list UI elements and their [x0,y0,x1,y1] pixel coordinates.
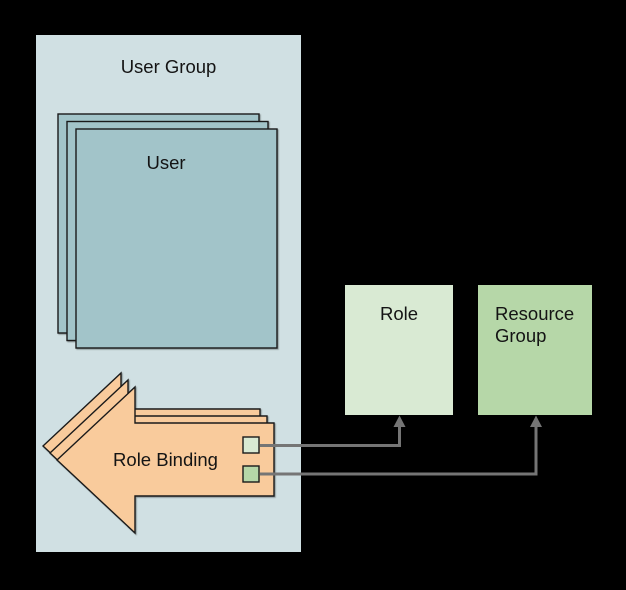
user-group-label: User Group [120,56,217,77]
role-binding-label: Role Binding [113,449,218,470]
resource-group-reference-port-square [242,465,260,483]
connector-to-resource-group-arrowhead-icon [530,415,542,427]
user-card-front [75,128,278,349]
connector-to-role [260,426,401,447]
role-binding-stack [41,371,275,535]
role-label: Role [379,303,419,324]
resource-group-label: Resource Group [495,303,575,346]
connector-to-role-arrowhead-icon [393,415,406,427]
resource-group-box [478,285,592,415]
user-stack [57,113,278,349]
role-binding-arrow-front [55,385,275,535]
role-reference-port-square [242,436,260,454]
user-label: User [146,152,186,173]
role-box [345,285,453,415]
connector-to-resource-group [260,426,538,476]
